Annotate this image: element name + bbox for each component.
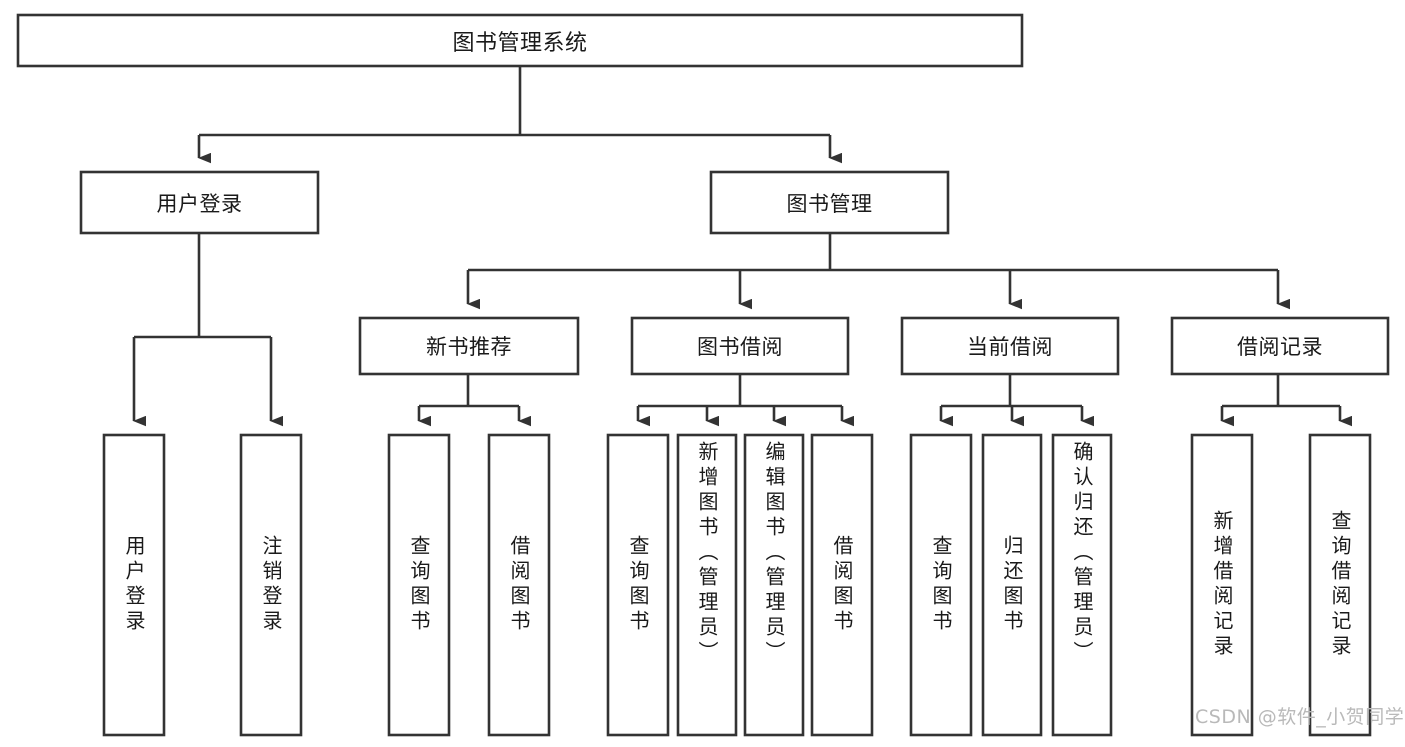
box-leaf-return-book[interactable] xyxy=(981,433,1043,737)
box-leaf-add-record[interactable] xyxy=(1190,433,1254,737)
box-leaf-query-book-2[interactable] xyxy=(606,433,670,737)
box-leaf-edit-book[interactable] xyxy=(743,433,805,737)
box-current-borrow[interactable] xyxy=(900,316,1120,376)
box-book-borrow[interactable] xyxy=(630,316,850,376)
box-leaf-user-login[interactable] xyxy=(102,433,166,737)
box-leaf-borrow-book-2[interactable] xyxy=(810,433,874,737)
box-leaf-query-record[interactable] xyxy=(1308,433,1372,737)
box-leaf-confirm-return[interactable] xyxy=(1051,433,1113,737)
box-leaf-borrow-book-1[interactable] xyxy=(487,433,551,737)
box-book-management[interactable] xyxy=(709,170,950,235)
box-borrow-records[interactable] xyxy=(1170,316,1390,376)
box-leaf-query-book-1[interactable] xyxy=(387,433,451,737)
box-leaf-add-book[interactable] xyxy=(676,433,738,737)
box-leaf-logout[interactable] xyxy=(239,433,303,737)
box-user-login[interactable] xyxy=(79,170,320,235)
box-leaf-query-book-3[interactable] xyxy=(909,433,973,737)
box-new-book-recommend[interactable] xyxy=(358,316,580,376)
box-root[interactable] xyxy=(16,13,1024,68)
